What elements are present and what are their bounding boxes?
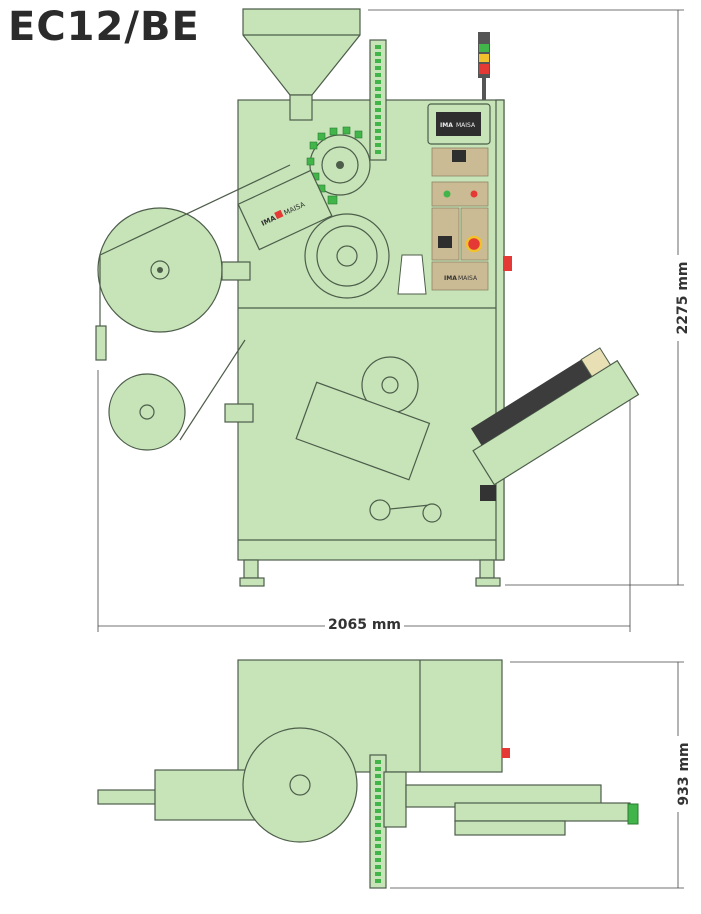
dimension-width: 2065 mm: [325, 617, 405, 633]
top-reel: [242, 727, 358, 843]
start-button-icon: [443, 190, 451, 198]
discharge-conveyor: [470, 347, 640, 486]
speed-display: [438, 236, 452, 248]
model-title: EC12/BE: [8, 4, 200, 50]
dimension-depth: 933 mm: [676, 736, 692, 812]
front-view: IMA MAISA: [95, 8, 640, 587]
panel-logo-maisa: MAISA: [456, 122, 476, 129]
dosing-wheel: [304, 213, 390, 299]
hopper: [242, 8, 361, 96]
dimension-height: 2275 mm: [675, 255, 691, 341]
top-view: [97, 659, 639, 889]
emergency-stop-icon: [465, 235, 483, 253]
panel-logo-ima: IMA: [440, 122, 453, 129]
control-panel: IMA MAISA IMA MAISA: [427, 103, 512, 291]
stop-button-icon: [470, 190, 478, 198]
machine-body: [237, 99, 505, 561]
panel-logo-maisa-2: MAISA: [458, 275, 478, 282]
main-switch: [503, 256, 512, 271]
signal-tower: [478, 32, 490, 100]
counter-display: [452, 150, 466, 162]
string-chain: [369, 39, 387, 161]
folding-unit: IMA MAISA: [237, 169, 333, 251]
panel-logo-ima-2: IMA: [444, 275, 457, 282]
feet: [239, 559, 501, 587]
